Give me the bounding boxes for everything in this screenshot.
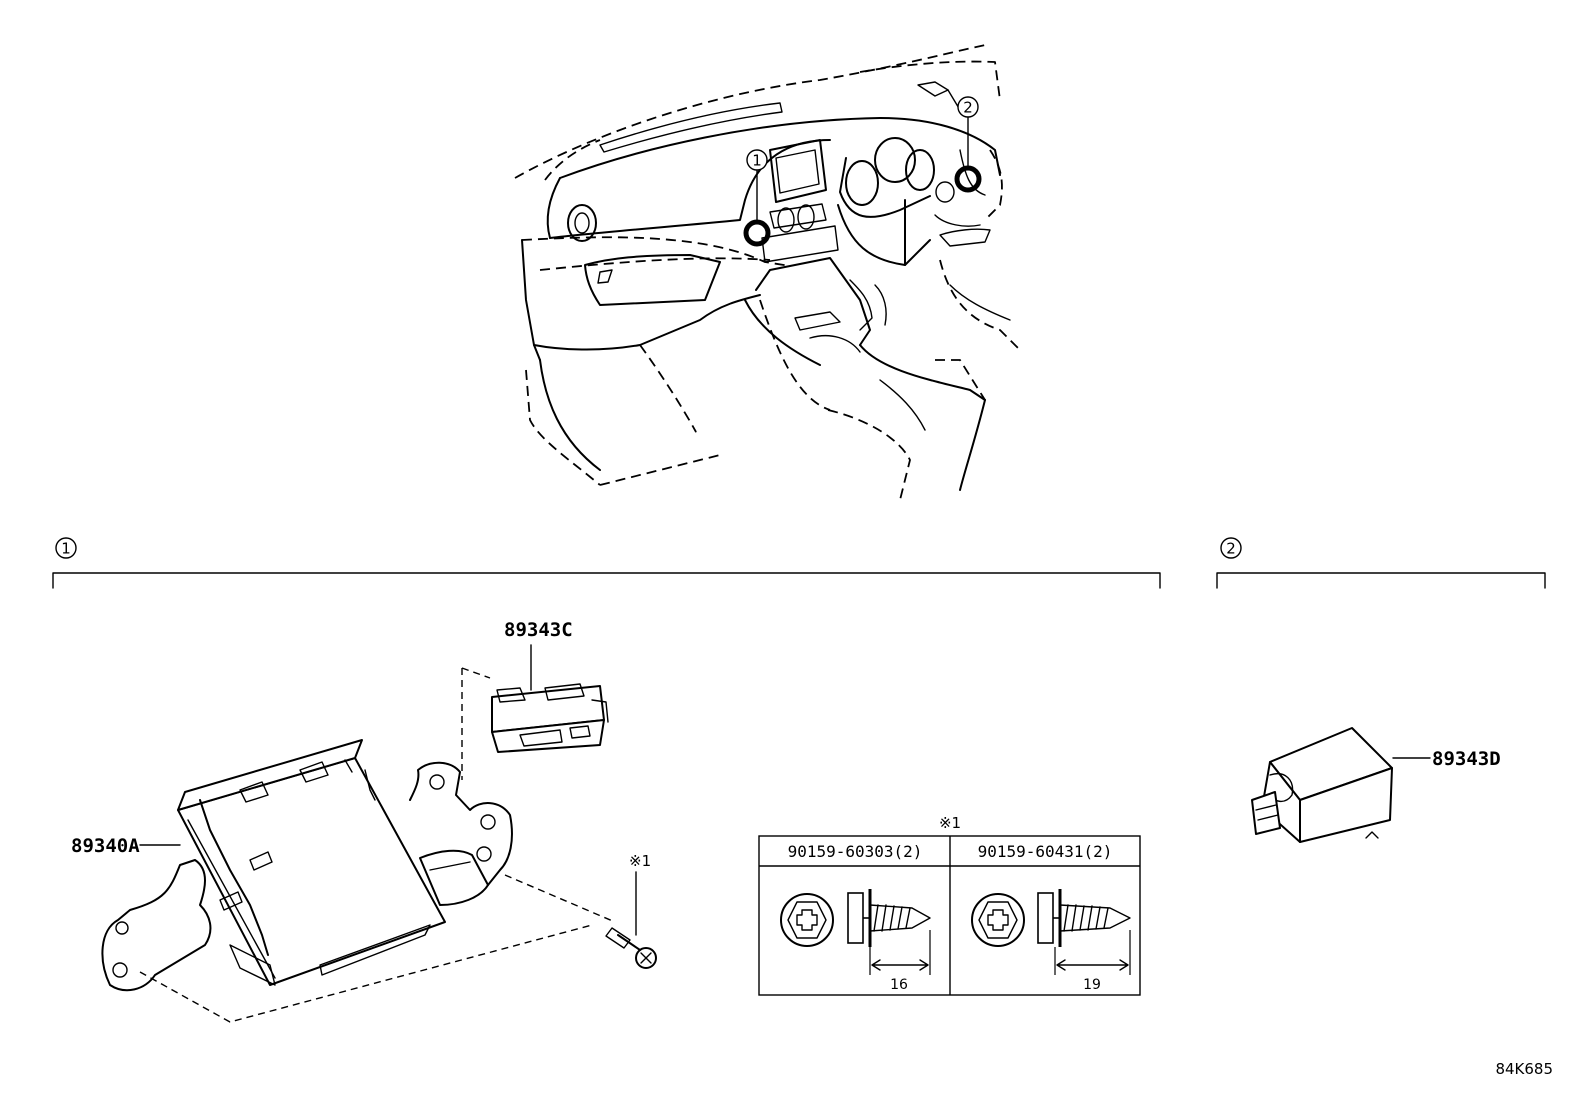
bolt-2-drawing: 19 [971,889,1131,993]
callout-2-marker: 2 [954,96,982,193]
bolt-dashed-guide [504,874,616,923]
section-1-number: 1 [61,540,71,558]
section-1-header: 1 [52,537,1161,589]
diagram-code: 84K685 [1495,1060,1553,1078]
bolt-illustration [605,927,657,969]
bolt-table-title: ※1 [939,814,961,832]
connector-89343c-illustration [491,683,609,753]
dashboard-illustration [514,43,1021,501]
bolt-1-drawing: 16 [780,889,931,993]
bolt-length-2: 19 [1083,977,1101,993]
ecu-89340a-illustration [101,739,513,992]
label-89343c: 89343C [504,619,573,641]
callout-1-marker: 1 [743,149,771,247]
callout-2-number: 2 [963,99,973,117]
bolt-table: ※1 90159-60303(2) 90159-60431(2) 16 [758,814,1141,996]
bolt-part-number-1: 90159-60303(2) [788,842,923,861]
label-89340a: 89340A [71,835,140,857]
section-2-number: 2 [1226,540,1236,558]
section-2-header: 2 [1216,537,1546,589]
label-89343d: 89343D [1432,748,1501,770]
sensor-89343d-illustration [1251,727,1393,843]
bolt-length-1: 16 [890,977,908,993]
bracket-dashed-guide [139,924,593,1023]
bolt-note-mark: ※1 [629,852,651,870]
bolt-part-number-2: 90159-60431(2) [978,842,1113,861]
callout-1-number: 1 [752,152,762,170]
